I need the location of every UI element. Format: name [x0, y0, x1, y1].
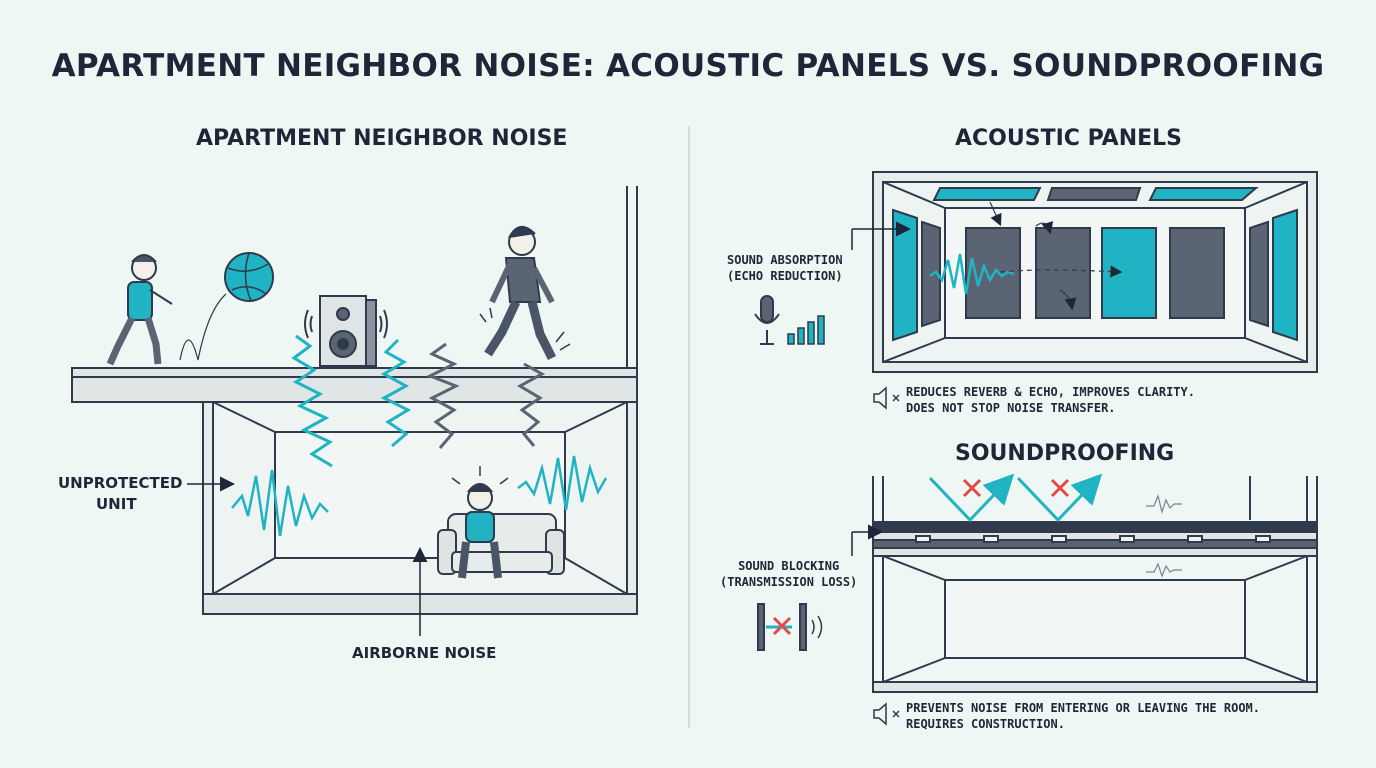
- reflected-sound-arrows: [928, 473, 1182, 578]
- mute-speaker-icon: [873, 386, 900, 410]
- acoustic-heading: ACOUSTIC PANELS: [955, 126, 1183, 151]
- soundproofing-heading: SOUNDPROOFING: [955, 441, 1175, 466]
- sound-blocking-label: SOUND BLOCKING (TRANSMISSION LOSS): [720, 558, 857, 590]
- stressed-person-icon: [451, 466, 509, 579]
- blocking-line1: SOUND BLOCKING: [738, 559, 840, 573]
- unprotected-label-line1: UNPROTECTED: [58, 474, 183, 492]
- unprotected-unit-label: UNPROTECTED UNIT: [58, 473, 182, 515]
- signal-bars-icon: [787, 315, 825, 345]
- acoustic-note-line2: DOES NOT STOP NOISE TRANSFER.: [906, 401, 1116, 415]
- sound-absorption-label: SOUND ABSORPTION (ECHO REDUCTION): [727, 252, 843, 284]
- noise-waves: [231, 334, 608, 537]
- acoustic-room: [872, 171, 1318, 373]
- acoustic-note: REDUCES REVERB & ECHO, IMPROVES CLARITY.…: [906, 384, 1195, 416]
- ball-icon: [179, 252, 274, 361]
- acoustic-note-line1: REDUCES REVERB & ECHO, IMPROVES CLARITY.: [906, 385, 1195, 399]
- soundproofing-note-line2: REQUIRES CONSTRUCTION.: [906, 717, 1065, 731]
- unprotected-label-line2: UNIT: [96, 495, 137, 513]
- page-title: APARTMENT NEIGHBOR NOISE: ACOUSTIC PANEL…: [51, 48, 1325, 84]
- absorption-line2: (ECHO REDUCTION): [727, 269, 843, 283]
- echo-waves: [929, 201, 1123, 311]
- walking-person-icon: [479, 226, 571, 361]
- soundproofing-note-line1: PREVENTS NOISE FROM ENTERING OR LEAVING …: [906, 701, 1261, 715]
- blocked-sound-icon: [757, 603, 823, 651]
- microphone-icon: [754, 295, 780, 345]
- airborne-noise-label: AIRBORNE NOISE: [352, 644, 497, 662]
- absorption-line1: SOUND ABSORPTION: [727, 253, 843, 267]
- child-icon: [106, 254, 173, 366]
- couch-icon: [437, 513, 565, 575]
- soundproofing-note: PREVENTS NOISE FROM ENTERING OR LEAVING …: [906, 700, 1260, 732]
- soundproofing-room: [872, 476, 1318, 693]
- mute-speaker-icon: [873, 702, 900, 726]
- speaker-icon: [304, 295, 388, 367]
- blocking-line2: (TRANSMISSION LOSS): [720, 575, 858, 589]
- left-heading: APARTMENT NEIGHBOR NOISE: [196, 126, 568, 151]
